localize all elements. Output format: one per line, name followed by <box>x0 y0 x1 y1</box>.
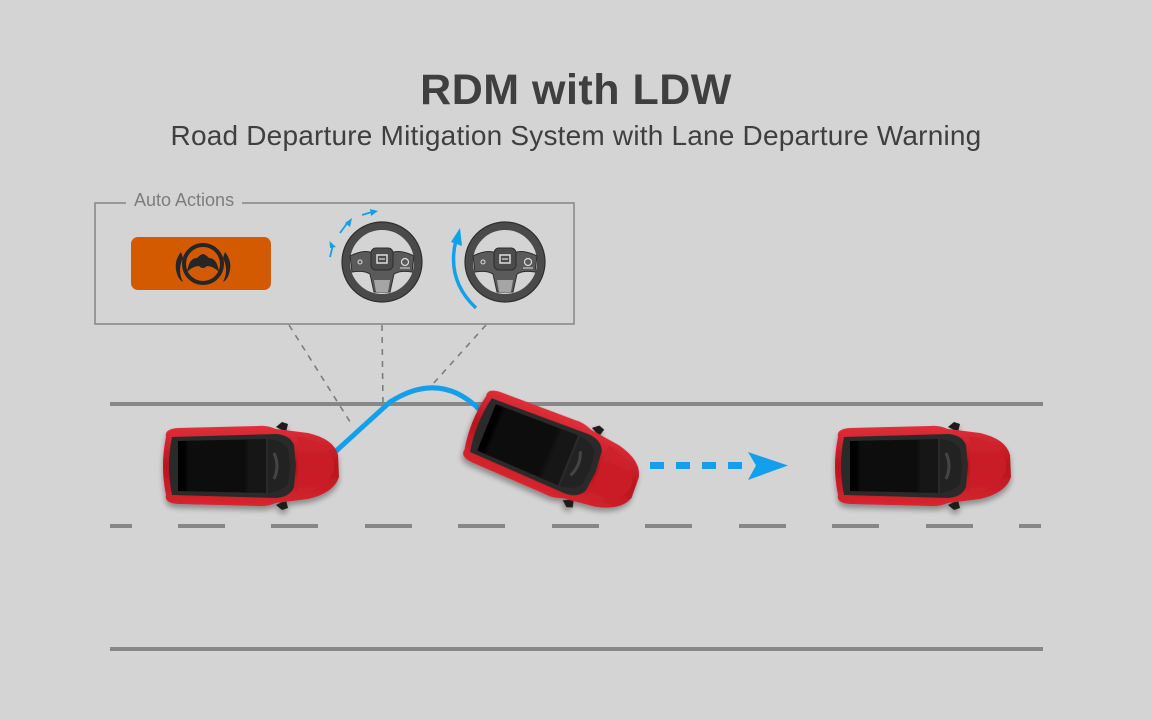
turn-arrow-icon <box>451 228 478 310</box>
steering-vibration <box>329 209 423 302</box>
steering-assist <box>451 222 545 310</box>
corrected-direction-arrow-icon <box>650 452 788 480</box>
vibration-arrows-icon <box>329 209 378 258</box>
panel-border <box>94 202 575 325</box>
road <box>110 402 1043 651</box>
callout-lines <box>288 324 487 426</box>
car-corrected <box>833 420 1013 512</box>
steering-wheel-turn-icon <box>465 222 545 302</box>
auto-actions-label: Auto Actions <box>126 190 243 211</box>
car-start <box>161 420 341 512</box>
warning-indicator <box>131 237 271 290</box>
road-bottom-edge-line <box>110 647 1043 651</box>
lane-divider-dashed <box>110 524 1041 528</box>
steering-wheel-warning-icon <box>175 243 231 285</box>
page-title: RDM with LDW <box>420 66 732 114</box>
page-subtitle: Road Departure Mitigation System with La… <box>170 120 982 151</box>
vehicle-path <box>332 385 483 455</box>
road-edge-line <box>110 402 1043 406</box>
auto-actions-panel <box>94 202 575 325</box>
steering-wheel-vibrate-icon <box>342 222 422 302</box>
